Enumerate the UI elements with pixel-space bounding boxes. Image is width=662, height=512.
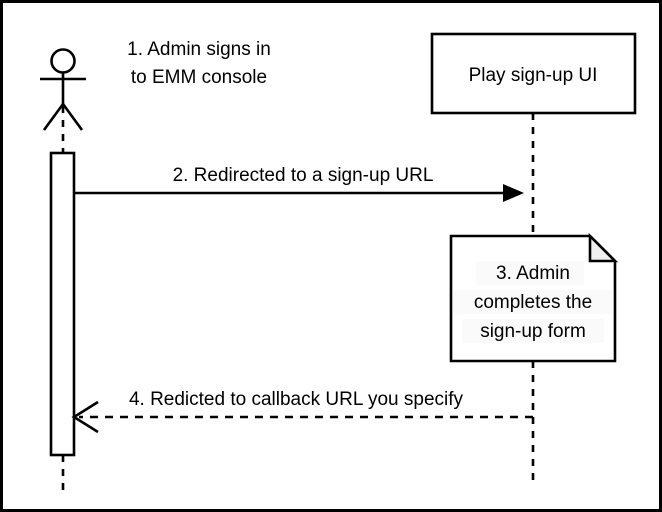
note-line-3-highlight xyxy=(462,319,604,343)
message-step2[interactable]: 2. Redirected to a sign-up URL xyxy=(74,165,524,202)
note-step3[interactable]: 3. Admin completes the sign-up form xyxy=(449,232,619,363)
participant-box xyxy=(430,32,637,115)
message-step4[interactable]: 4. Redicted to callback URL you specify xyxy=(71,389,533,434)
participant-box-label: Play sign-up UI xyxy=(469,65,598,86)
annotation-step1-line-1: 1. Admin signs in xyxy=(127,39,271,60)
note-step3-line-3: sign-up form xyxy=(480,321,586,342)
message-step4-arrowhead xyxy=(71,400,99,434)
note-step3-line-2: completes the xyxy=(474,292,592,313)
note-line-1-highlight xyxy=(476,261,584,285)
actor-left-leg-icon xyxy=(42,103,65,131)
annotation-step1: 1. Admin signs in to EMM console xyxy=(127,39,271,88)
message-step2-arrowhead xyxy=(503,184,524,202)
participant-play-signup-ui[interactable]: Play sign-up UI xyxy=(430,32,637,115)
note-step3-line-1: 3. Admin xyxy=(496,263,570,284)
note-line-2-highlight xyxy=(453,290,611,314)
annotation-step1-line-2: to EMM console xyxy=(131,67,267,88)
actor-head-icon xyxy=(50,48,76,74)
actor-right-leg-icon xyxy=(61,103,84,131)
message-step2-label: 2. Redirected to a sign-up URL xyxy=(173,165,434,186)
participant-admin-actor[interactable] xyxy=(40,48,86,131)
message-step4-label: 4. Redicted to callback URL you specify xyxy=(129,389,464,410)
actor-activation-bar xyxy=(49,151,76,457)
diagram-surface: 1. Admin signs in to EMM console Play si… xyxy=(40,32,637,495)
note-fold-corner-icon xyxy=(588,232,619,263)
